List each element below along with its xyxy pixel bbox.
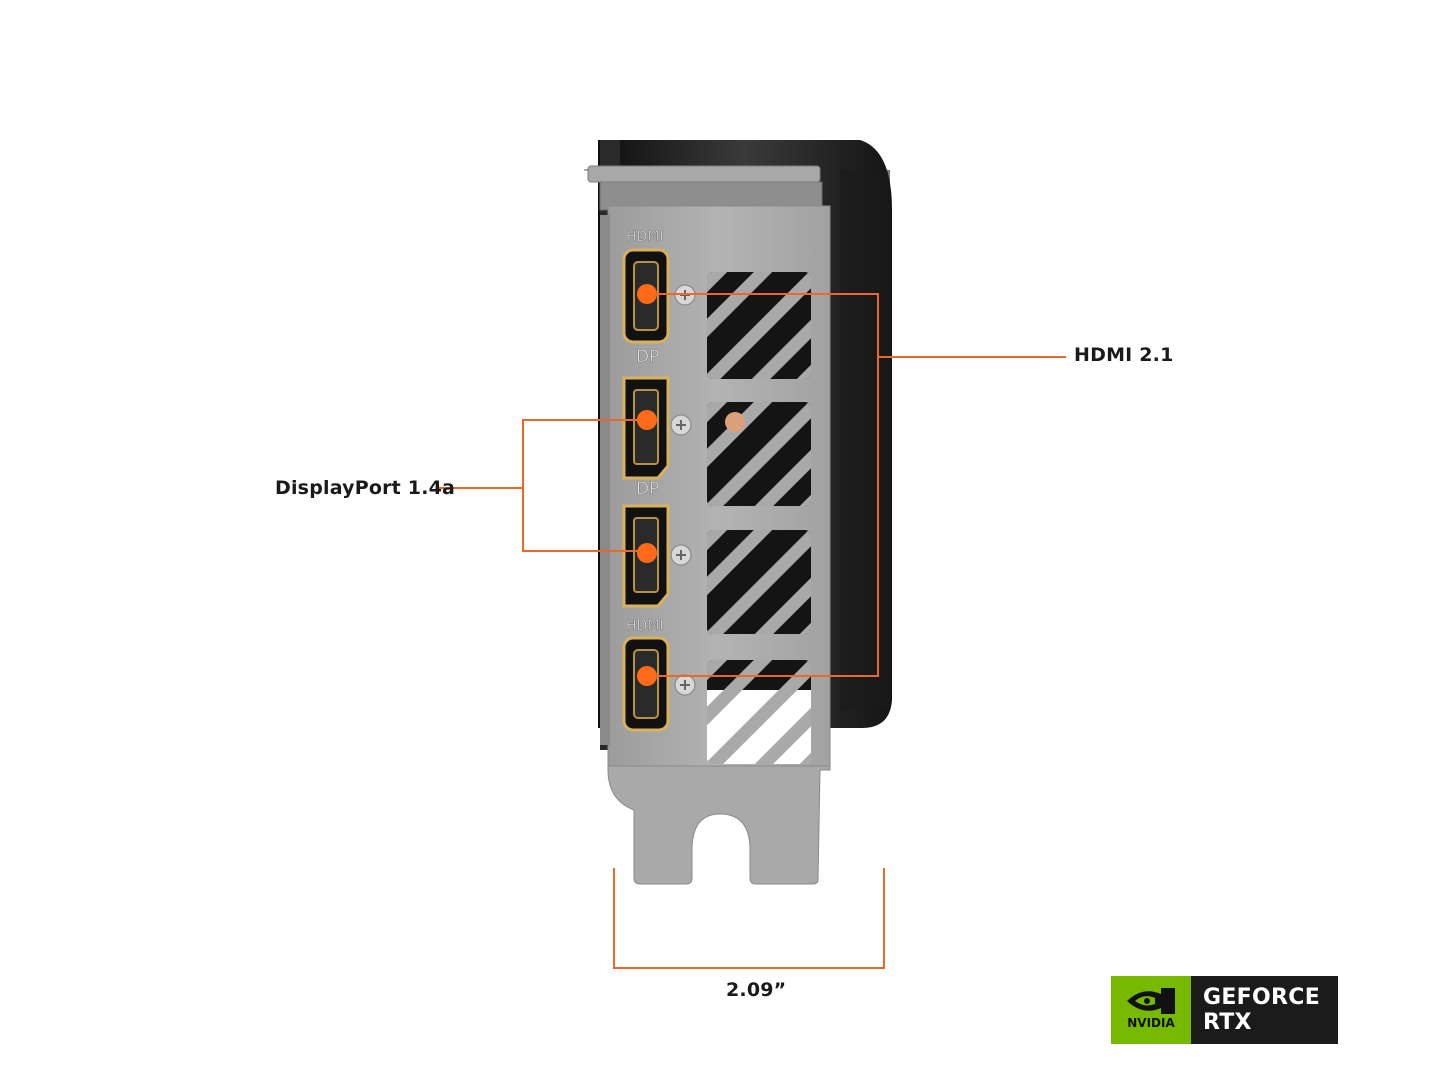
- port-markers: [637, 284, 657, 686]
- nvidia-eye-icon: [1127, 988, 1175, 1014]
- displayport-callout-line: [438, 419, 647, 552]
- silkscreen-hdmi-bottom: HDMI: [626, 618, 664, 634]
- screws: [670, 284, 696, 696]
- screw-2: [670, 414, 692, 436]
- port-marker-hdmi-bottom: [637, 666, 657, 686]
- nvidia-wordmark: NVIDIA: [1127, 1016, 1175, 1030]
- dimension-label: 2.09”: [726, 979, 787, 1001]
- port-marker-dp-1: [637, 410, 657, 430]
- badge-line-geforce: GEFORCE: [1203, 985, 1321, 1010]
- silkscreen-hdmi-top: HDMI: [626, 229, 664, 245]
- port-marker-hdmi-top: [637, 284, 657, 304]
- vent-3: [707, 530, 811, 634]
- badge-line-rtx: RTX: [1203, 1010, 1252, 1035]
- geforce-rtx-badge: NVIDIA GEFORCE RTX: [1111, 976, 1338, 1044]
- silkscreen-dp-1: DP: [636, 347, 659, 367]
- geforce-rtx-text: GEFORCE RTX: [1191, 976, 1338, 1044]
- bracket-top-tab: [583, 165, 823, 211]
- vent-1: [707, 272, 811, 379]
- hdmi-callout-label: HDMI 2.1: [1074, 344, 1174, 366]
- dimension-bracket: [613, 868, 885, 969]
- displayport-callout-label: DisplayPort 1.4a: [275, 477, 456, 499]
- port-marker-dp-2: [637, 543, 657, 563]
- silkscreen-labels: HDMI DP DP HDMI: [626, 229, 664, 635]
- screw-3: [670, 544, 692, 566]
- silkscreen-dp-2: DP: [636, 479, 659, 499]
- callout-lines: [438, 293, 1066, 969]
- hdmi-callout-line: [647, 293, 1066, 677]
- nvidia-logo-panel: NVIDIA: [1111, 976, 1191, 1044]
- screw-4: [674, 674, 696, 696]
